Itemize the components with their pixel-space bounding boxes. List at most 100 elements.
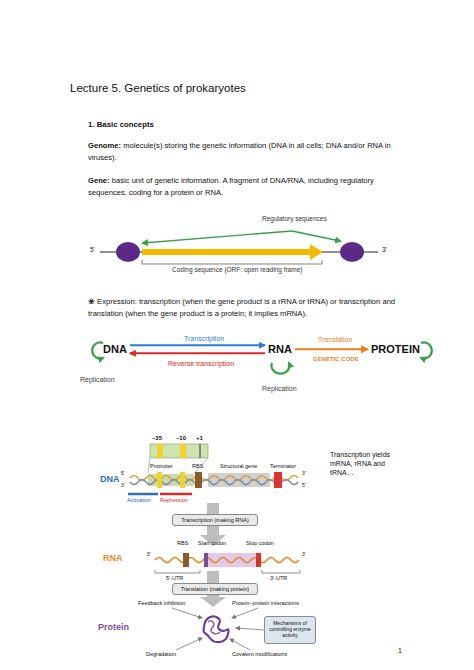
control-name: Covalent modifications [232, 651, 287, 658]
arrow-note: GENETIC CODE [313, 356, 359, 364]
part-name: Activation [127, 497, 151, 504]
info-box: Mechanisms of controlling enzyme activit… [264, 616, 316, 644]
position-number: –35 [152, 435, 162, 443]
promoter-box [180, 472, 185, 488]
strand-end: 5' [121, 470, 125, 476]
strand-end: 3' [302, 551, 306, 557]
promoter-box [180, 444, 186, 458]
strand-end: 5' [90, 246, 95, 254]
replication-loop [92, 342, 103, 358]
utr-bracket [262, 570, 300, 573]
node-text: Translation (making protein) [181, 586, 249, 592]
control-name: Feedback inhibition [138, 600, 185, 607]
control-pointer [230, 639, 250, 650]
activation-bar [128, 493, 158, 496]
protein-coil [203, 616, 228, 642]
replication-loop [421, 343, 432, 359]
page-title: Lecture 5. Genetics of prokaryotes [70, 81, 246, 95]
side-note: Transcription yields mRNA, rRNA and tRNA… [330, 451, 405, 477]
molecule-label: Protein [98, 622, 129, 633]
diagram-label: Regulatory sequences [262, 215, 327, 223]
process-box: Translation (making protein) [172, 583, 258, 595]
regulatory-pointer [292, 231, 340, 241]
term: Gene: [88, 176, 110, 185]
rbs-box [195, 472, 202, 488]
regulatory-pointer [143, 231, 292, 243]
part-name: 3'-UTR [270, 575, 287, 582]
part-name: 5'-UTR [166, 575, 183, 582]
node-text: Transcription (making RNA) [181, 517, 249, 523]
molecule-node: PROTEIN [371, 343, 420, 356]
inset-line [148, 458, 150, 473]
strand-end: 3' [302, 470, 306, 476]
protein-coil [208, 621, 220, 634]
control-pointer [172, 608, 202, 618]
arrow-label: Translation [318, 336, 352, 345]
molecule-node: RNA [268, 343, 292, 356]
part-name: RBS [177, 540, 188, 547]
part-name: RBS [192, 463, 203, 470]
position-number: +1 [196, 435, 203, 443]
coding-arrow [142, 249, 310, 255]
coding-region [204, 553, 258, 567]
stop-codon-box [256, 553, 261, 567]
dna-strand [130, 480, 298, 485]
promoter-box [157, 472, 162, 488]
replication-loop [272, 363, 290, 374]
definition: basic unit of genetic information. A fra… [88, 176, 374, 197]
strand-end: 5' [147, 551, 151, 557]
start-codon-box [204, 553, 208, 567]
control-pointer [232, 608, 258, 618]
node-text: PROTEIN [371, 343, 420, 356]
coding-arrow-head [310, 244, 323, 260]
part-name: Stop codon [246, 540, 274, 547]
strand-end: 5' [302, 482, 306, 488]
molecule-label: RNA [103, 553, 123, 564]
part-name: Terminator [270, 463, 296, 470]
page-number: 1 [398, 647, 402, 656]
utr-bracket [155, 570, 200, 573]
part-name: Structural gene [220, 463, 257, 470]
process-arrow [130, 344, 265, 346]
process-arrow [130, 352, 265, 354]
process-arrow [295, 348, 368, 350]
arrow-label: Transcription [184, 335, 224, 344]
paragraph: Genome:molecule(s) storing the genetic i… [88, 140, 406, 164]
terminator-box [274, 472, 282, 488]
strand-end: 3' [382, 246, 387, 254]
regulatory-oval [340, 242, 364, 262]
loop-label: Replication [80, 376, 115, 385]
position-number: –10 [176, 435, 186, 443]
repression-bar [160, 493, 192, 496]
control-pointer [176, 638, 202, 650]
promoter-box [157, 444, 163, 458]
term: Genome: [88, 141, 121, 150]
strand-end: 3' [121, 482, 125, 488]
section-heading: 1. Basic concepts [88, 120, 154, 130]
molecule-label: DNA [100, 474, 120, 485]
process-box: Transcription (making RNA) [172, 514, 258, 526]
paragraph: Gene:basic unit of genetic information. … [88, 175, 406, 199]
part-name: Repression [160, 497, 188, 504]
part-name: Promoter [150, 463, 173, 470]
node-text: RNA [268, 343, 292, 356]
arrow-label: Reverse transcription [168, 360, 234, 369]
definition: molecule(s) storing the genetic informat… [88, 141, 391, 162]
part-name: Start codon [198, 540, 226, 547]
diagram-label: Coding sequence (ORF: open reading frame… [172, 266, 302, 274]
paragraph: ❀ Expression: transcription (when the ge… [88, 296, 406, 320]
promoter-inset [150, 444, 208, 458]
rna-strand [155, 558, 299, 563]
start-site [200, 444, 201, 458]
rbs-box [183, 553, 189, 567]
control-pointer [236, 628, 264, 630]
control-name: Degradation [146, 651, 176, 658]
molecule-node: DNA [103, 343, 127, 356]
orf-bracket [142, 260, 322, 264]
control-name: Protein–protein interactions [232, 600, 299, 607]
node-text: Mechanisms of controlling enzyme activit… [265, 621, 315, 638]
loop-label: Replication [262, 385, 297, 394]
